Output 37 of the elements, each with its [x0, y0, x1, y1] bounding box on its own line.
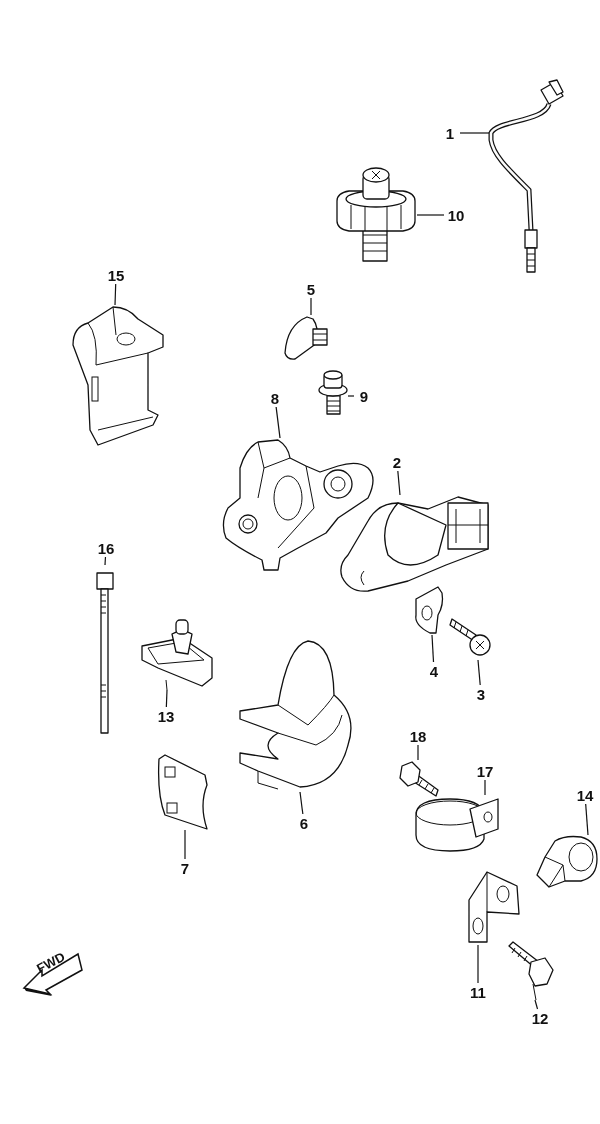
callout-number: 18 [408, 727, 428, 745]
leader-line [275, 406, 281, 439]
leader-line [431, 634, 435, 663]
leader-line [417, 744, 419, 761]
leader-line [484, 779, 486, 796]
leader-line [299, 791, 304, 815]
leader-line [477, 944, 479, 984]
callout-number: 2 [391, 453, 403, 471]
callout-number: 6 [298, 814, 310, 832]
leader-line [165, 689, 168, 708]
leader-line [459, 132, 490, 134]
leader-line [397, 470, 401, 496]
leader-line [416, 214, 445, 216]
callout-number: 14 [575, 786, 595, 804]
leader-line [534, 999, 539, 1010]
leader-line [585, 803, 589, 836]
callout-number: 8 [269, 389, 281, 407]
callout-number: 5 [305, 280, 317, 298]
callout-number: 17 [475, 762, 495, 780]
callout-number: 16 [96, 539, 116, 557]
direction-label: FWD [34, 948, 68, 977]
callout-number: 1 [444, 124, 456, 142]
leader-line [310, 297, 312, 316]
callout-number: 12 [530, 1009, 550, 1027]
callout-number: 7 [179, 859, 191, 877]
leader-line [347, 395, 355, 397]
callout-number: 13 [156, 707, 176, 725]
callout-number: 10 [446, 206, 466, 224]
leader-line [184, 829, 186, 860]
callout-number: 9 [358, 387, 370, 405]
leader-line [104, 556, 107, 566]
callout-number: 3 [475, 685, 487, 703]
leader-line [114, 283, 117, 306]
callout-number: 15 [106, 266, 126, 284]
callout-number: 4 [428, 662, 440, 680]
callout-number: 11 [469, 983, 487, 1001]
leader-line [477, 659, 481, 686]
